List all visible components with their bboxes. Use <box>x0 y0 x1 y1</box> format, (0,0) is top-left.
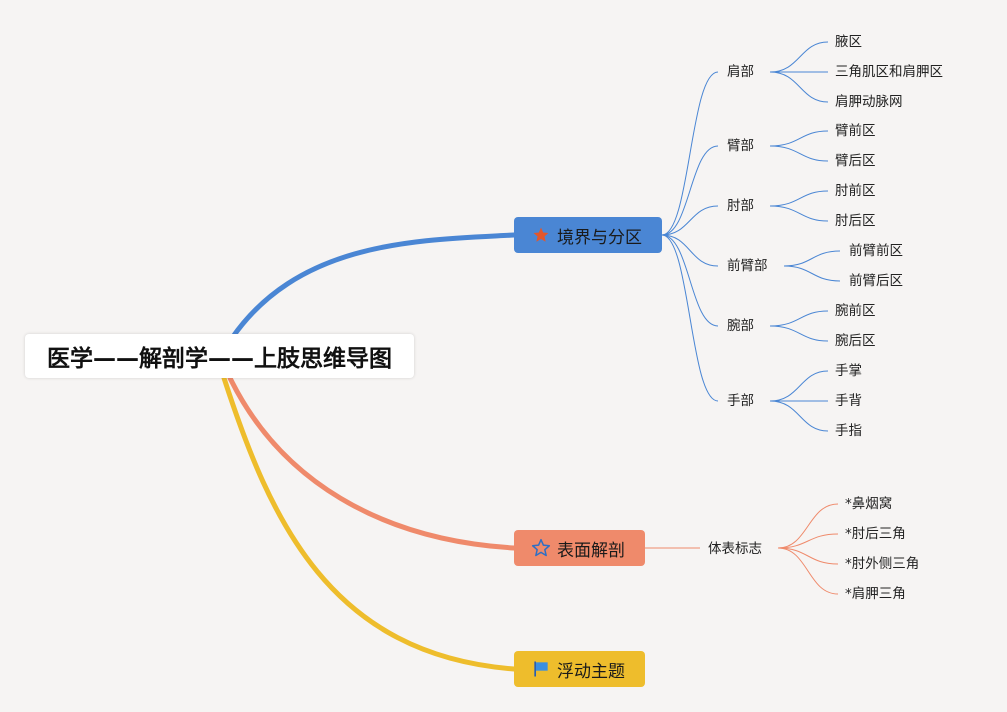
leaf-topic[interactable]: 肘后区 <box>835 213 876 229</box>
subtopic-shoulder[interactable]: 肩部 <box>727 64 754 80</box>
leaf-topic[interactable]: 手指 <box>835 423 862 439</box>
leaf-topic[interactable]: 腕前区 <box>835 303 876 319</box>
topic-floating[interactable]: 浮动主题 <box>514 651 645 687</box>
topic-boundary-and-regions[interactable]: 境界与分区 <box>514 217 662 253</box>
leaf-topic[interactable]: *肘后三角 <box>845 526 906 542</box>
leaf-topic[interactable]: 肘前区 <box>835 183 876 199</box>
connector-root-b2 <box>227 375 517 551</box>
flag-icon <box>528 659 554 679</box>
leaf-topic[interactable]: 臂后区 <box>835 153 876 169</box>
connectors-b1-subtopics <box>661 71 719 402</box>
root-topic[interactable]: 医学——解剖学——上肢思维导图 <box>25 334 414 378</box>
leaf-topic[interactable]: 腋区 <box>835 34 862 50</box>
star-outline-icon <box>528 538 554 558</box>
root-topic-label: 医学——解剖学——上肢思维导图 <box>47 346 392 372</box>
leaf-topic[interactable]: 臂前区 <box>835 123 876 139</box>
leaf-topic[interactable]: *鼻烟窝 <box>845 496 893 512</box>
connectors-b2 <box>645 503 839 595</box>
topic-surface-anatomy[interactable]: 表面解剖 <box>514 530 645 566</box>
leaf-topic[interactable]: 前臂后区 <box>849 273 903 289</box>
leaf-topic[interactable]: 腕后区 <box>835 333 876 349</box>
star-filled-icon <box>528 226 554 244</box>
topic-label: 表面解剖 <box>557 540 625 561</box>
subtopic-landmarks[interactable]: 体表标志 <box>708 541 762 557</box>
topic-label: 境界与分区 <box>557 227 642 248</box>
leaf-topic[interactable]: 手背 <box>835 393 862 409</box>
leaf-topic[interactable]: 三角肌区和肩胛区 <box>835 64 943 80</box>
leaf-topic[interactable]: 肩胛动脉网 <box>835 94 903 110</box>
connectors-b1-leaves <box>769 41 841 432</box>
leaf-topic[interactable]: 前臂前区 <box>849 243 903 259</box>
connector-root-b3 <box>221 375 517 672</box>
subtopic-elbow[interactable]: 肘部 <box>727 198 754 214</box>
connector-root-b1 <box>229 232 517 341</box>
topic-label: 浮动主题 <box>557 661 625 682</box>
subtopic-arm[interactable]: 臂部 <box>727 138 754 154</box>
leaf-topic[interactable]: 手掌 <box>835 363 862 379</box>
leaf-topic[interactable]: *肘外侧三角 <box>845 556 920 572</box>
subtopic-wrist[interactable]: 腕部 <box>727 318 754 334</box>
leaf-topic[interactable]: *肩胛三角 <box>845 586 906 602</box>
subtopic-forearm[interactable]: 前臂部 <box>727 258 768 274</box>
subtopic-hand[interactable]: 手部 <box>727 393 754 409</box>
